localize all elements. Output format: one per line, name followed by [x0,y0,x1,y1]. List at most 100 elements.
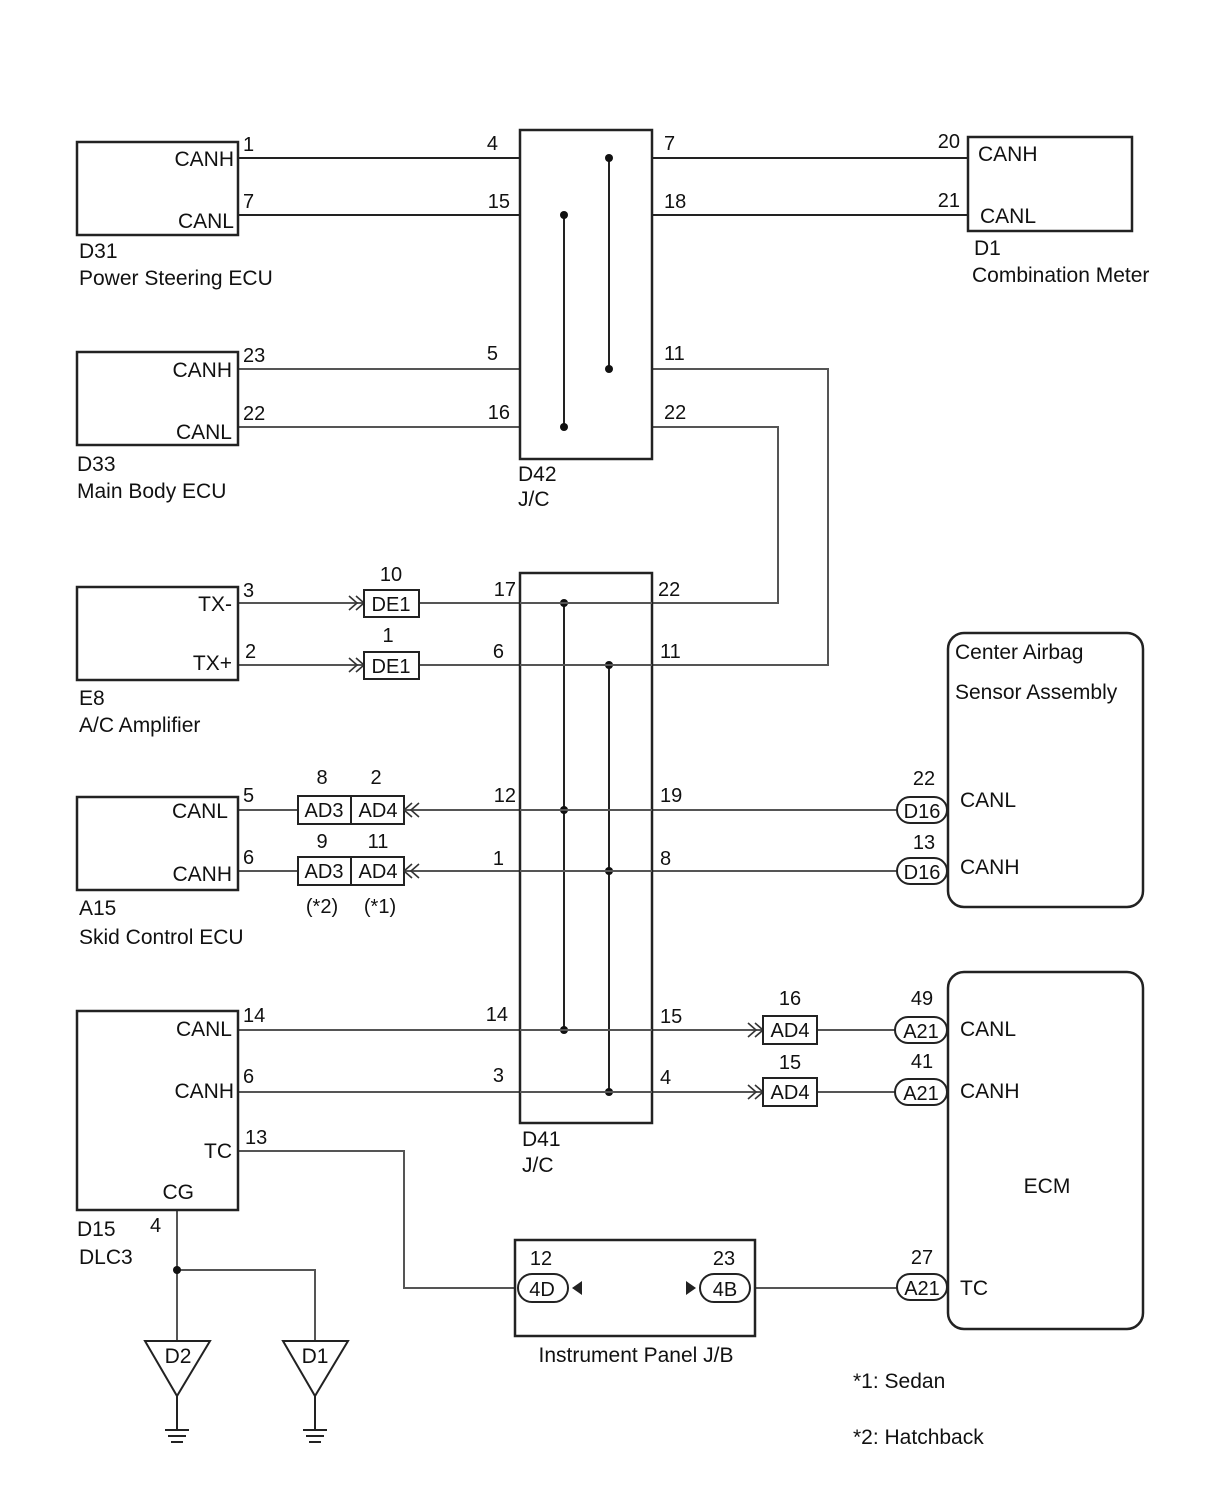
ecu-name: Skid Control ECU [79,926,244,949]
d42-pin: 16 [488,402,510,424]
connector-label: AD4 [359,861,398,883]
jb-name: Instrument Panel J/B [539,1344,734,1367]
pin-label: CANH [960,856,1020,879]
pin-label: TC [204,1140,232,1163]
ecu-code: D31 [79,240,118,263]
splice-dot [173,1266,181,1274]
ground-icon [303,1429,327,1443]
junction-d42: 4 15 5 16 7 18 11 22 D42 J/C [487,128,686,511]
wire-canl-main-body [238,426,779,604]
connector-box [297,856,352,886]
ecu-center-airbag: Center Airbag Sensor Assembly CANL CANH … [896,631,1145,909]
connector-oval [517,1273,569,1303]
ecu-dlc3: CANL CANH TC CG 14 6 13 4 D15 DLC3 [75,1005,267,1274]
connector-pin: 11 [368,831,389,853]
pin-label: CANH [172,863,232,886]
ecu-main-body: CANH CANL 23 22 D33 Main Body ECU [75,345,265,503]
connector-box [363,651,420,680]
pin-number: 49 [911,988,933,1010]
ecu-box [75,1009,240,1212]
notes: *1: Sedan *2: Hatchback [853,1370,984,1449]
connector-box [762,1015,818,1045]
connector-pin: 10 [380,564,402,586]
connector-oval [699,1273,751,1303]
connector-label: D16 [904,801,941,823]
pin-label: CANL [172,800,228,823]
d42-pin: 7 [664,133,675,155]
ground-d2: D2 [143,1340,212,1443]
connector-pin: 8 [316,767,327,789]
d41-pin: 1 [493,848,504,870]
pin-label: CG [163,1181,195,1204]
connector-box [350,856,405,886]
connector-de1: DE1 10 DE1 1 [348,564,420,680]
ground-label: D1 [302,1345,329,1368]
pin-label: TX+ [193,652,232,675]
connector-label: AD4 [771,1020,810,1042]
pin-number: 21 [938,190,960,212]
connector-label: AD3 [305,800,344,822]
ecu-box [966,135,1134,233]
d42-pin: 15 [488,191,510,213]
d41-pin: 3 [493,1065,504,1087]
ecu-box [75,795,240,892]
d41-code: D41 [522,1128,561,1151]
d41-pin: 4 [660,1067,671,1089]
d41-pin: 17 [494,579,516,601]
d41-name: J/C [522,1154,554,1177]
pin-number: 14 [243,1005,265,1027]
chevron-icon [402,802,420,818]
pin-label: CANL [178,210,234,233]
connector-ad4-ecm: AD4 16 AD4 15 [747,988,818,1107]
junction-d41: 17 6 12 1 14 3 22 11 19 8 15 4 D41 J/C [486,571,682,1177]
pin-number: 1 [243,134,254,156]
wire-tc-dlc3 [238,1150,518,1289]
ecu-code: D15 [77,1218,116,1241]
connector-pin: 16 [779,988,801,1010]
chevron-icon [402,863,420,879]
d41-pin: 6 [493,641,504,663]
d42-pin: 5 [487,343,498,365]
connector-pin: 1 [382,625,393,647]
pin-number: 4 [150,1215,161,1237]
connector-oval [896,1273,948,1301]
pin-number: 27 [911,1247,933,1269]
connector-oval [896,857,948,885]
ground-icon [165,1429,189,1443]
pin-label: CANH [174,148,234,171]
d42-name: J/C [518,488,550,511]
d41-pin: 12 [494,785,516,807]
splice-dot [560,423,568,431]
note-hatchback: *2: Hatchback [853,1426,984,1449]
connector-box [363,589,420,618]
ground-triangle [143,1340,212,1398]
connector-label: AD3 [305,861,344,883]
junction-d42-box [518,128,654,461]
d41-pin: 19 [660,785,682,807]
pin-label: CANH [174,1080,234,1103]
connector-oval [896,796,948,824]
d41-pin: 22 [658,579,680,601]
connector-pin: 15 [779,1052,801,1074]
d41-pin: 15 [660,1006,682,1028]
connector-pin: 2 [370,767,381,789]
ecu-box [75,350,240,447]
pin-label: TX- [198,593,232,616]
pin-label: CANH [172,359,232,382]
connector-label: D16 [904,862,941,884]
pin-number: 20 [938,131,960,153]
splice-dot [605,154,613,162]
connector-label: AD4 [359,800,398,822]
pin-number: 41 [911,1051,933,1073]
pin-number: 2 [245,641,256,663]
d41-pin: 11 [660,641,681,663]
ecu-box [75,585,240,682]
ground-label: D2 [165,1345,192,1368]
pin-number: 13 [913,832,935,854]
ecu-skid-control: CANL CANH 5 6 A15 Skid Control ECU [75,785,254,949]
pin-label: CANL [980,205,1036,228]
arrow-right-icon [686,1281,696,1295]
ecu-box [946,970,1145,1331]
pin-label: CANL [176,421,232,444]
pin-number: 3 [243,580,254,602]
